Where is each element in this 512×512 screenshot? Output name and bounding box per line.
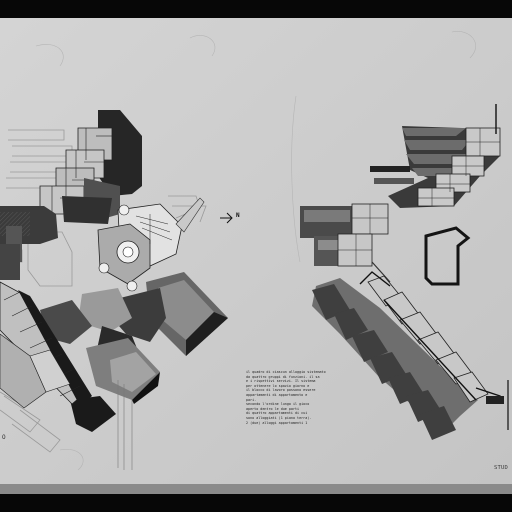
caption-line: da quattro gruppi di funzioni. il sa — [246, 374, 320, 379]
caption-line: sono alloggiati (1 piano terra). — [246, 415, 312, 420]
studio-mark: STUD — [494, 465, 509, 471]
caption-line: e i rispettivi servizi. Il sistema — [246, 379, 316, 384]
outline-block — [424, 226, 471, 286]
north-arrow-icon — [220, 212, 233, 224]
left-edge-mark: O — [2, 434, 6, 441]
caption-line: pari. — [246, 397, 257, 402]
caption-line: aperto dentro le due parti — [246, 406, 300, 411]
caption-line: secondo l'ordine lungo il gioco — [246, 402, 310, 407]
north-label: N — [236, 212, 240, 219]
caption-text-block: il quadro di ciascun alloggio sistemato … — [246, 370, 328, 425]
caption-line: per ottenere lo spazio giorno e — [246, 383, 310, 388]
right-site-plan — [300, 104, 509, 440]
caption-line: 2 (due) alloggi appartamenti 1 — [246, 420, 308, 425]
caption-line: di quattro appartamenti di cui — [246, 411, 308, 416]
caption-line: il quadro di ciascun alloggio sistemato — [246, 370, 326, 374]
board-bottom-strip — [0, 484, 512, 494]
left-site-plan — [0, 110, 228, 470]
caption-line: il blocco di lavoro possono essere — [246, 388, 316, 393]
caption-line: appartamenti di appartamento e — [246, 392, 308, 397]
